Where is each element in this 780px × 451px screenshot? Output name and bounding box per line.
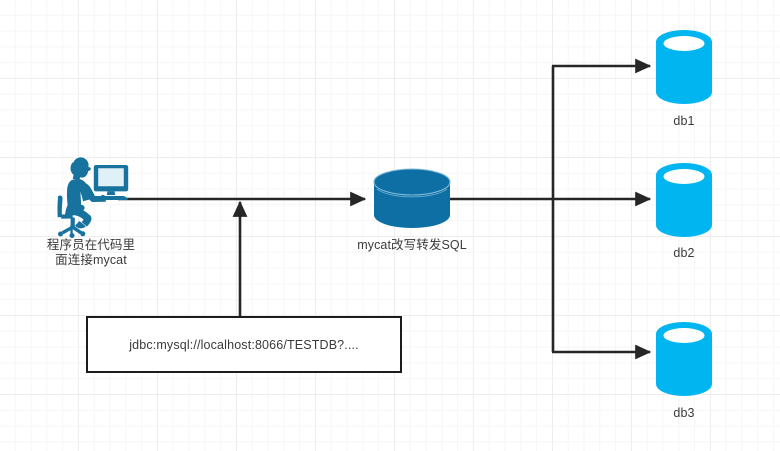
db1-label: db1 — [673, 114, 695, 128]
db1-cylinder[interactable] — [656, 30, 712, 104]
jdbc-url-text: jdbc:mysql://localhost:8066/TESTDB?.... — [129, 337, 359, 352]
db2-label: db2 — [673, 246, 695, 260]
jdbc-url-box[interactable]: jdbc:mysql://localhost:8066/TESTDB?.... — [86, 316, 402, 373]
programmer-glyph — [57, 157, 129, 238]
programmer-label: 程序员在代码里 面连接mycat — [46, 238, 136, 267]
db3-cylinder[interactable] — [656, 322, 712, 396]
mycat-cylinder-shape — [373, 168, 451, 228]
programmer-icon[interactable] — [44, 152, 136, 240]
mycat-label: mycat改写转发SQL — [357, 238, 467, 252]
db2-cylinder[interactable] — [656, 163, 712, 237]
db3-label: db3 — [673, 406, 695, 420]
